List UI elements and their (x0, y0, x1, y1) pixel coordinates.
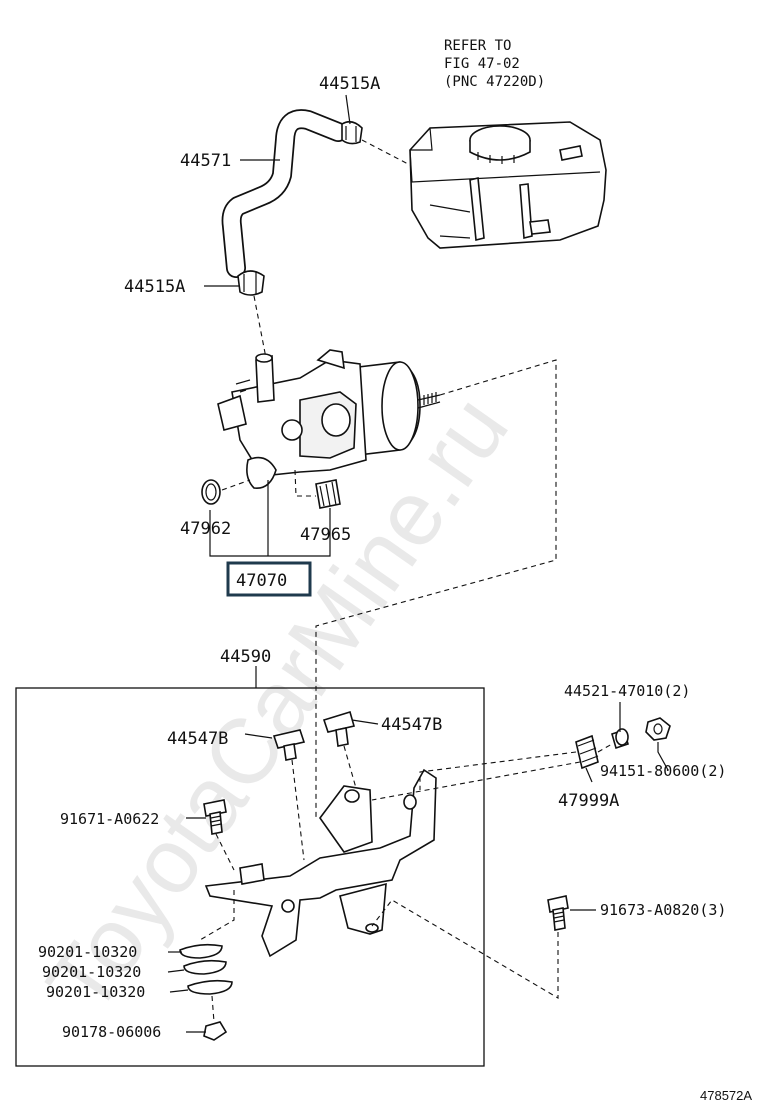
label-filter[interactable]: 47965 (300, 525, 351, 545)
diagram-id: 478572A (700, 1088, 752, 1103)
label-cushion-right[interactable]: 44547B (381, 715, 442, 735)
label-washer-2[interactable]: 90201-10320 (42, 963, 141, 981)
label-bracket-assembly[interactable]: 44590 (220, 647, 271, 667)
label-washer-1[interactable]: 90201-10320 (38, 943, 137, 961)
label-hose-clamp-bottom[interactable]: 44515A (124, 277, 185, 297)
pump-assembly-label-box (226, 561, 312, 597)
pump-assembly (217, 349, 441, 489)
nut-right (645, 717, 671, 741)
washer-3 (187, 979, 233, 995)
cushion-right (322, 710, 356, 747)
label-o-ring[interactable]: 47962 (180, 519, 231, 539)
label-cushion-mount[interactable]: 47999A (558, 791, 619, 811)
hose-clamp-top (341, 120, 363, 145)
reference-note-line-1: REFER TO (444, 38, 511, 54)
bracket-assembly (204, 768, 437, 958)
reference-note-line-2: FIG 47-02 (444, 56, 520, 72)
washer-2 (183, 959, 227, 975)
reference-note-line-3: (PNC 47220D) (444, 74, 545, 90)
hose (221, 109, 348, 278)
bolt-right (547, 895, 569, 931)
hose-clamp-bottom (237, 270, 265, 296)
filter (315, 479, 341, 509)
nut-bottom (203, 1021, 228, 1041)
label-cushion-left[interactable]: 44547B (167, 729, 228, 749)
bolt-left (203, 799, 227, 835)
label-pump-assembly[interactable]: 47070 (236, 571, 287, 591)
label-nut-right[interactable]: 94151-80600(2) (600, 762, 726, 780)
washer-1 (179, 943, 223, 959)
label-hose[interactable]: 44571 (180, 151, 231, 171)
o-ring (201, 479, 221, 505)
label-nut-bottom[interactable]: 90178-06006 (62, 1023, 161, 1041)
reservoir-tank (409, 121, 607, 249)
bracket-frame (15, 687, 485, 1067)
label-collar[interactable]: 44521-47010(2) (564, 682, 690, 700)
cushion-mount (575, 734, 599, 770)
cushion-left (272, 729, 306, 761)
label-washer-3[interactable]: 90201-10320 (46, 983, 145, 1001)
label-bolt-left[interactable]: 91671-A0622 (60, 810, 159, 828)
label-bolt-right[interactable]: 91673-A0820(3) (600, 901, 726, 919)
label-hose-clamp-top[interactable]: 44515A (319, 74, 380, 94)
